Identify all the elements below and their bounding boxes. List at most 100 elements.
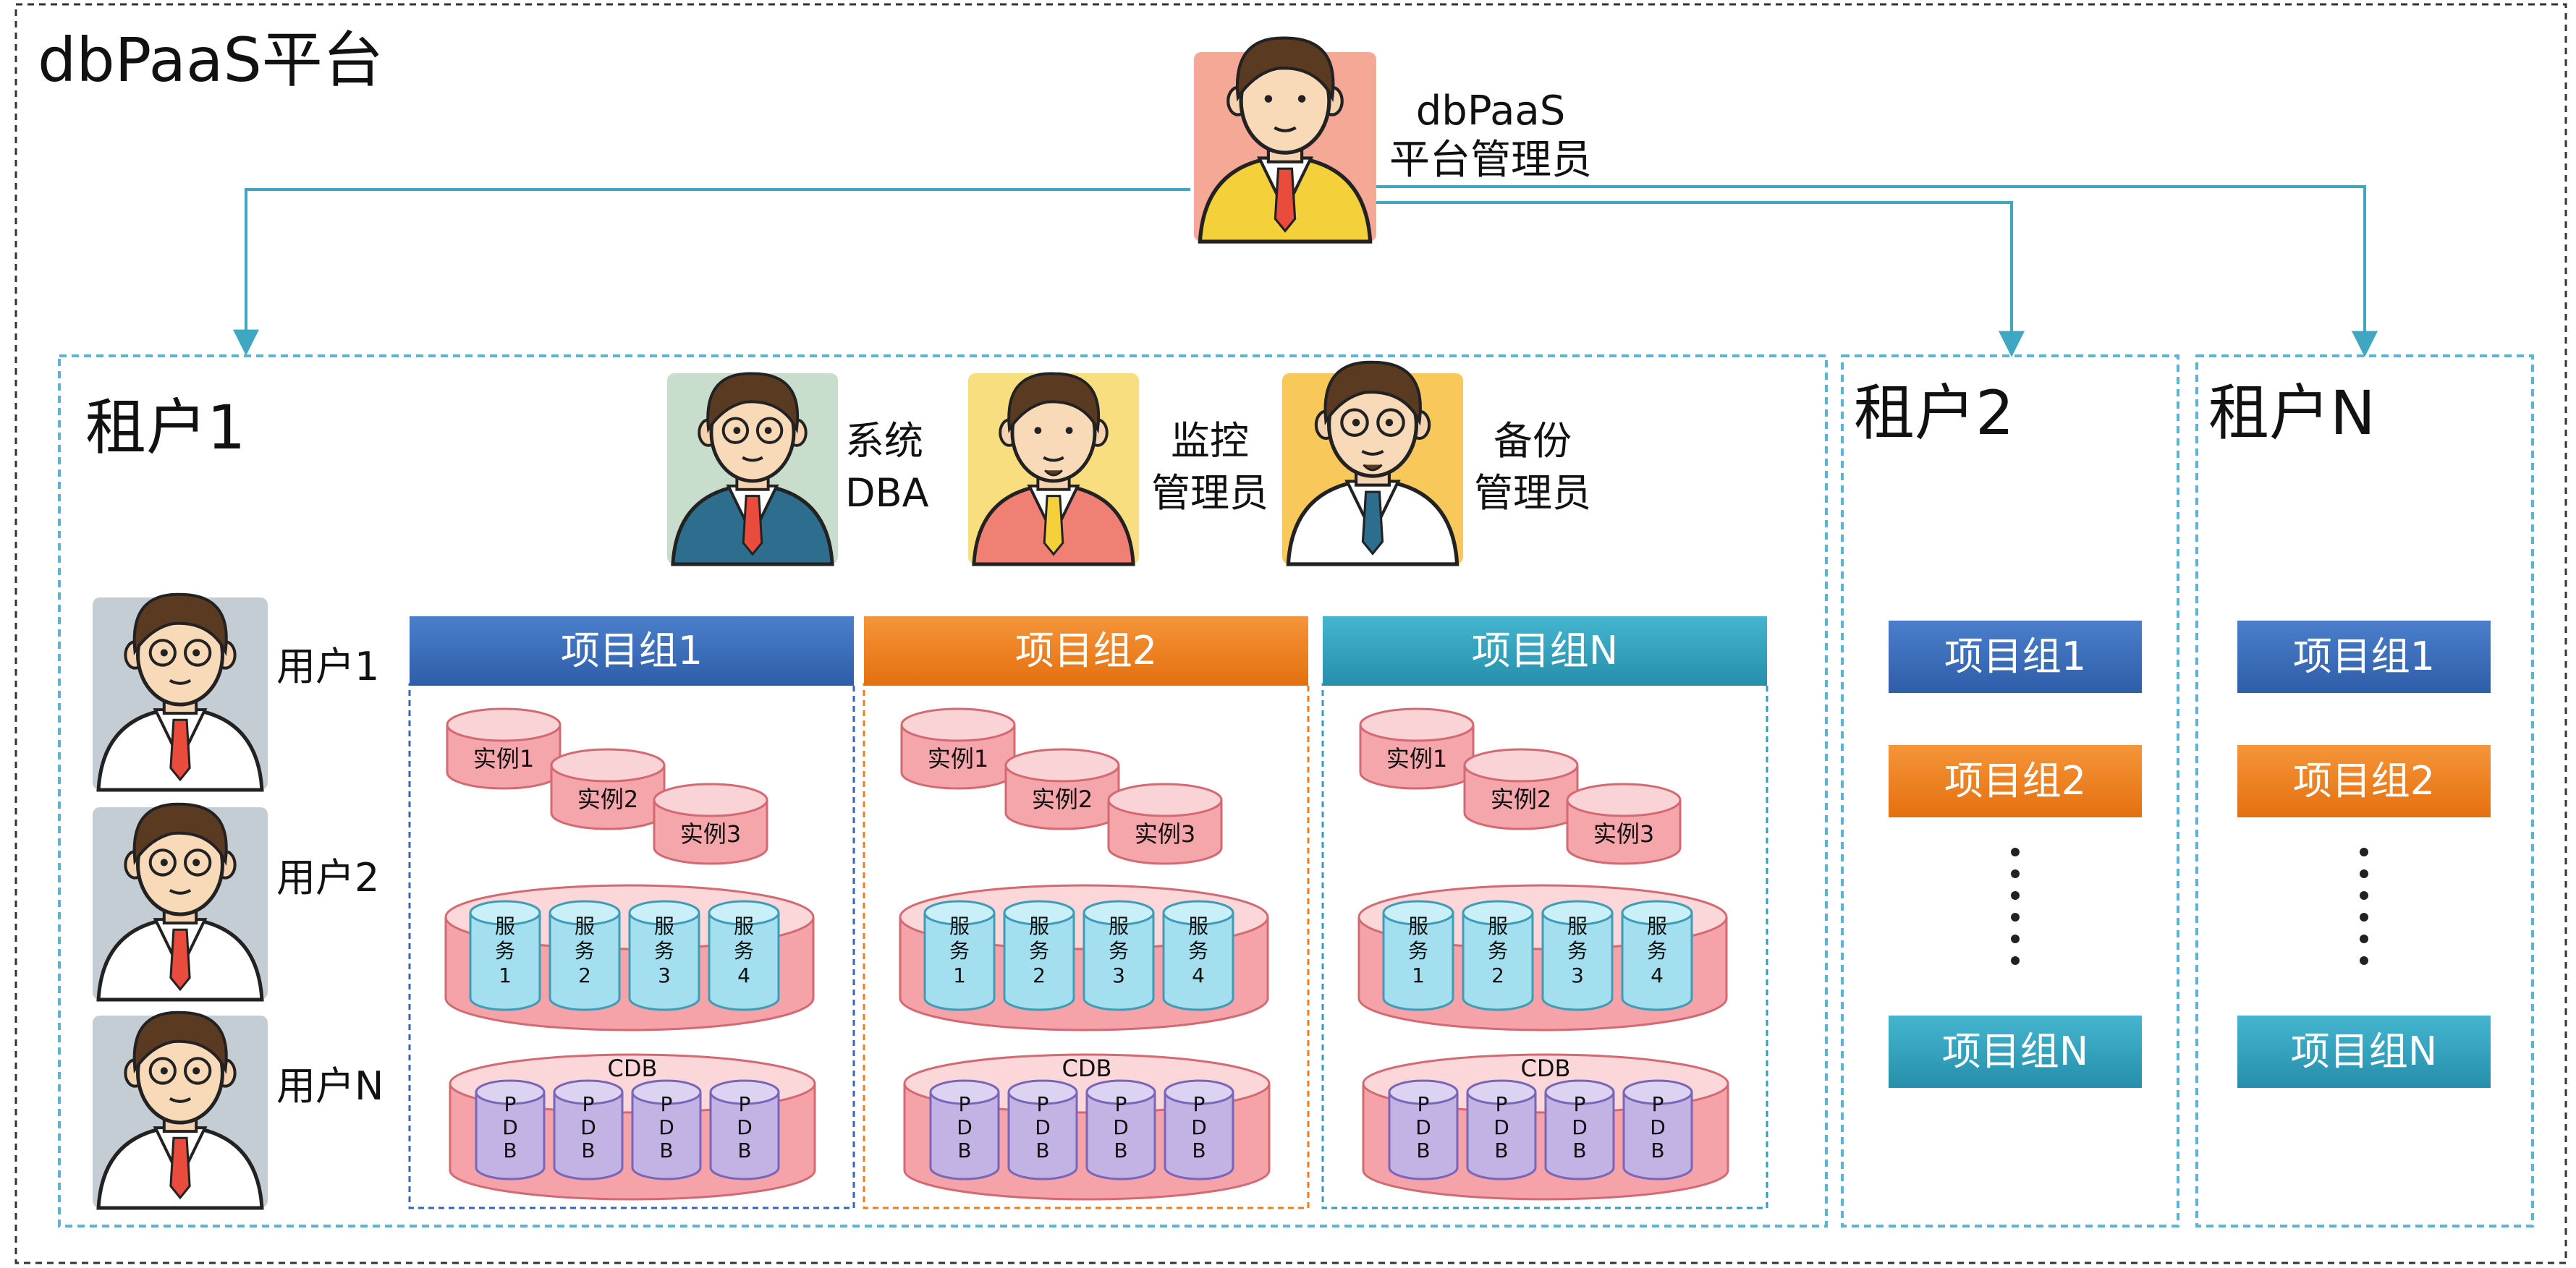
pdb-cylinder bbox=[709, 1079, 780, 1180]
avatar-eye bbox=[160, 859, 168, 867]
monitor-admin-avatar-icon bbox=[968, 372, 1139, 566]
pdb-cylinder-top bbox=[1164, 1079, 1234, 1105]
avatar-eye bbox=[192, 1067, 200, 1075]
pdb-label: B bbox=[737, 1139, 751, 1162]
avatar-mouth bbox=[169, 1097, 192, 1103]
pdb-label: P bbox=[1496, 1092, 1508, 1116]
avatar-hair bbox=[132, 1010, 228, 1075]
instance-cylinder-body bbox=[1107, 800, 1223, 865]
service-cylinder-top bbox=[923, 900, 996, 926]
service-label: 服 bbox=[1647, 914, 1667, 938]
avatar-glasses bbox=[184, 848, 212, 877]
service-cylinder-top bbox=[708, 900, 780, 926]
service-label: 务 bbox=[654, 939, 674, 963]
role-monitor-label-line1: 监控 bbox=[1171, 418, 1249, 464]
avatar-beard bbox=[1363, 464, 1383, 472]
service-label: 服 bbox=[1567, 914, 1588, 938]
service-label: 务 bbox=[734, 939, 754, 963]
service-label: 服 bbox=[575, 914, 595, 938]
ellipsis-dot bbox=[2360, 891, 2368, 900]
project-group-header bbox=[864, 616, 1308, 686]
service-label: 服 bbox=[1109, 914, 1129, 938]
tenantN-group-box bbox=[2237, 1016, 2491, 1088]
service-label: 服 bbox=[1188, 914, 1208, 938]
instance-label: 实例3 bbox=[1593, 820, 1654, 848]
ellipsis-dot bbox=[2360, 869, 2368, 878]
instance-cylinder bbox=[900, 707, 1016, 790]
pdb-cylinder-body bbox=[553, 1092, 624, 1180]
avatar-glasses bbox=[148, 848, 177, 877]
user-avatar-icon bbox=[93, 592, 268, 792]
service-cylinder-body bbox=[923, 913, 996, 1011]
role-backup-label-line2: 管理员 bbox=[1474, 470, 1591, 516]
platform-admin-avatar bbox=[1194, 36, 1376, 244]
pdb-label: D bbox=[502, 1115, 518, 1139]
avatar-hair bbox=[1235, 36, 1335, 103]
service-label: 务 bbox=[1188, 939, 1208, 963]
pdb-label: B bbox=[1572, 1139, 1586, 1162]
instance-cylinder bbox=[446, 707, 562, 790]
service-cylinder bbox=[1541, 900, 1614, 1011]
instance-cylinder bbox=[1463, 748, 1579, 830]
pdb-cylinder-top bbox=[1388, 1079, 1459, 1105]
avatar-eye bbox=[1034, 427, 1042, 435]
ellipsis-dot bbox=[2360, 935, 2368, 943]
avatar-hair bbox=[1007, 372, 1101, 434]
pdb-cylinder bbox=[553, 1079, 624, 1180]
pdb-label: B bbox=[957, 1139, 971, 1162]
service-cylinder-body bbox=[1082, 913, 1155, 1011]
pdb-cylinder-top bbox=[631, 1079, 702, 1105]
pdb-label: B bbox=[1416, 1139, 1430, 1162]
avatar-eye bbox=[1385, 418, 1394, 427]
pdb-label: B bbox=[581, 1139, 595, 1162]
pdb-cylinder-top bbox=[1007, 1079, 1078, 1105]
service-label: 务 bbox=[1567, 939, 1588, 963]
service-label: 1 bbox=[953, 963, 966, 987]
role-dba-label-line2: DBA bbox=[845, 470, 929, 516]
role-dba-label-line1: 系统 bbox=[845, 418, 923, 464]
instance-cylinder-top bbox=[1107, 783, 1223, 817]
pdb-label: P bbox=[739, 1092, 751, 1116]
pdb-cylinder bbox=[1085, 1079, 1156, 1180]
avatar-beard bbox=[1044, 469, 1063, 477]
role-backup-label-line1: 备份 bbox=[1494, 418, 1572, 464]
avatar-hair bbox=[706, 372, 800, 434]
service-cylinder bbox=[923, 900, 996, 1011]
pdb-cylinder bbox=[631, 1079, 702, 1180]
instance-cylinder-top bbox=[653, 783, 768, 817]
cdb-label: CDB bbox=[1062, 1055, 1112, 1082]
pdb-label: D bbox=[1191, 1115, 1207, 1139]
service-cylinder-top bbox=[1082, 900, 1155, 926]
avatar-eye bbox=[160, 1067, 168, 1075]
instance-cylinder-body bbox=[653, 800, 768, 865]
avatar-hair bbox=[1323, 360, 1422, 426]
service-cylinder-body bbox=[628, 913, 700, 1011]
avatar-mouth bbox=[1274, 126, 1297, 132]
instance-cylinder bbox=[653, 783, 768, 865]
cdb-label: CDB bbox=[1521, 1055, 1571, 1082]
pdb-label: B bbox=[1192, 1139, 1206, 1162]
connector-to-tenant1 bbox=[233, 188, 1190, 356]
tenantN-group-box bbox=[2237, 745, 2491, 817]
avatar-eye bbox=[733, 427, 741, 435]
user1-label: 用户1 bbox=[276, 644, 379, 689]
avatar-glasses bbox=[1340, 408, 1369, 437]
pdb-label: P bbox=[504, 1092, 517, 1116]
project-group-header bbox=[410, 616, 854, 686]
instance-cylinder-top bbox=[550, 748, 666, 783]
instance-label: 实例3 bbox=[680, 820, 741, 848]
role-monitor-label-line2: 管理员 bbox=[1151, 470, 1268, 516]
pdb-cylinder bbox=[1164, 1079, 1234, 1180]
avatar-eye bbox=[1264, 95, 1273, 103]
service-label: 2 bbox=[1491, 963, 1504, 987]
instance-cylinder-top bbox=[1004, 748, 1120, 783]
avatar-eye bbox=[192, 649, 200, 657]
tenant1-project-groups: 项目组1实例1实例2实例3服务1服务2服务3服务4CDBPDBPDBPDBPDB… bbox=[408, 616, 1768, 1209]
pdb-label: D bbox=[737, 1115, 753, 1139]
avatar-glasses bbox=[148, 639, 177, 667]
pdb-cylinder bbox=[1544, 1079, 1615, 1180]
service-cylinder-body bbox=[708, 913, 780, 1011]
avatar-glasses bbox=[755, 417, 784, 444]
